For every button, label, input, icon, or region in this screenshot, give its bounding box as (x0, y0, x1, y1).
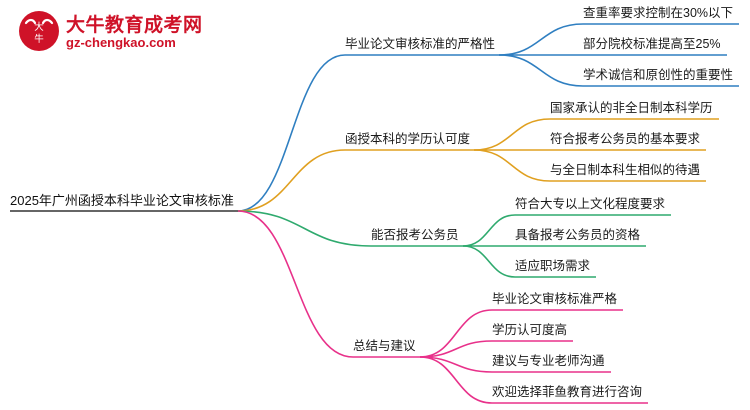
leaf-node-label-0-1: 部分院校标准提高至25% (583, 37, 721, 51)
leaf-node-label-3-2: 建议与专业老师沟通 (492, 354, 605, 368)
leaf-node-label-3-3: 欢迎选择菲鱼教育进行咨询 (492, 385, 643, 399)
bull-logo-icon: 大 牛 (19, 11, 59, 51)
root-node-label: 2025年广州函授本科毕业论文审核标准 (10, 193, 234, 208)
leaf-node-label-2-0: 符合大专以上文化程度要求 (515, 197, 666, 211)
branch-node-label-3: 总结与建议 (353, 339, 416, 353)
leaf-node-label-3-1: 学历认可度高 (492, 323, 568, 337)
leaf-node-label-3-0: 毕业论文审核标准严格 (492, 292, 618, 306)
branch-node-label-0: 毕业论文审核标准的严格性 (345, 37, 496, 51)
leaf-node-label-0-2: 学术诚信和原创性的重要性 (583, 68, 734, 82)
leaf-node-label-2-2: 适应职场需求 (515, 259, 591, 273)
leaf-node-label-1-2: 与全日制本科生相似的待遇 (550, 163, 701, 177)
branch-node-label-1: 函授本科的学历认可度 (345, 132, 471, 146)
leaf-node-label-1-1: 符合报考公务员的基本要求 (550, 132, 701, 146)
svg-text:牛: 牛 (34, 33, 44, 45)
logo-title: 大牛教育成考网 (66, 15, 203, 36)
branch-node-label-2: 能否报考公务员 (371, 228, 459, 242)
svg-text:大: 大 (34, 21, 44, 33)
leaf-node-label-0-0: 查重率要求控制在30%以下 (583, 6, 734, 20)
leaf-node-label-1-0: 国家承认的非全日制本科学历 (550, 101, 713, 115)
site-logo: 大 牛 大牛教育成考网 gz-chengkao.com (18, 8, 218, 58)
logo-subtitle: gz-chengkao.com (66, 35, 176, 50)
leaf-node-label-2-1: 具备报考公务员的资格 (515, 228, 641, 242)
